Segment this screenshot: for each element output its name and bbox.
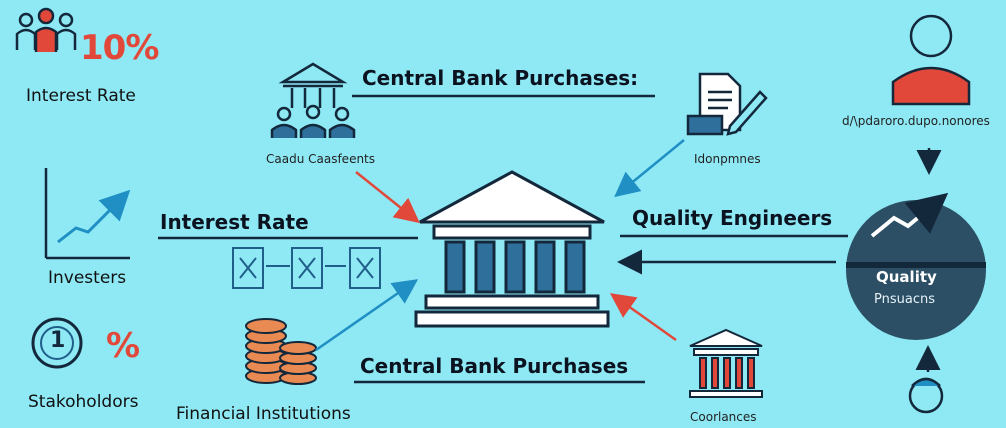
formula-icons	[232, 247, 381, 289]
percent-small-label: %	[106, 326, 141, 366]
interest-rate-mid-label: Interest Rate	[160, 210, 309, 234]
arrow-documents-to-bank	[614, 139, 685, 198]
investers-label: Investers	[48, 268, 127, 288]
user-teal-icon	[908, 377, 944, 414]
central-bank-top-label: Central Bank Purchases:	[362, 66, 639, 90]
quality-badge-line2: Pnsuacns	[874, 292, 935, 307]
percent-top-label: 10%	[80, 28, 159, 68]
stakeholders-label: Stakoholdors	[28, 392, 139, 412]
documents-caption: Idonpmnes	[694, 152, 761, 166]
coin-stack-icon	[245, 318, 317, 385]
quality-globe-icon	[846, 192, 986, 340]
financial-institutions-label: Financial Institutions	[176, 404, 351, 424]
bank-people-icon	[270, 62, 356, 138]
small-bank-icon	[689, 328, 763, 398]
coin-badge-icon	[31, 317, 83, 369]
quality-engineers-label: Quality Engineers	[632, 206, 833, 230]
bank-people-caption: Caadu Caasfeents	[266, 152, 376, 166]
arrow-coins-to-bank	[315, 279, 419, 352]
arrow-bankpeople-to-bank	[355, 171, 420, 224]
arrow-smallbank-to-bank	[609, 293, 677, 342]
small-bank-caption: Coorlances	[690, 410, 757, 424]
top-right-caption: d/\pdaroro.dupo.nonores	[842, 114, 990, 128]
document-pen-icon	[686, 72, 768, 136]
user-orange-icon	[891, 14, 971, 106]
interest-rate-top-label: Interest Rate	[26, 86, 136, 106]
central-bank-bottom-label: Central Bank Purchases	[360, 354, 629, 378]
trend-chart-icon	[44, 168, 131, 260]
coin-digit-label: 1	[50, 328, 66, 353]
people-group-icon	[15, 7, 77, 52]
quality-badge-line1: Quality	[876, 268, 937, 286]
central-bank-icon	[414, 170, 610, 328]
